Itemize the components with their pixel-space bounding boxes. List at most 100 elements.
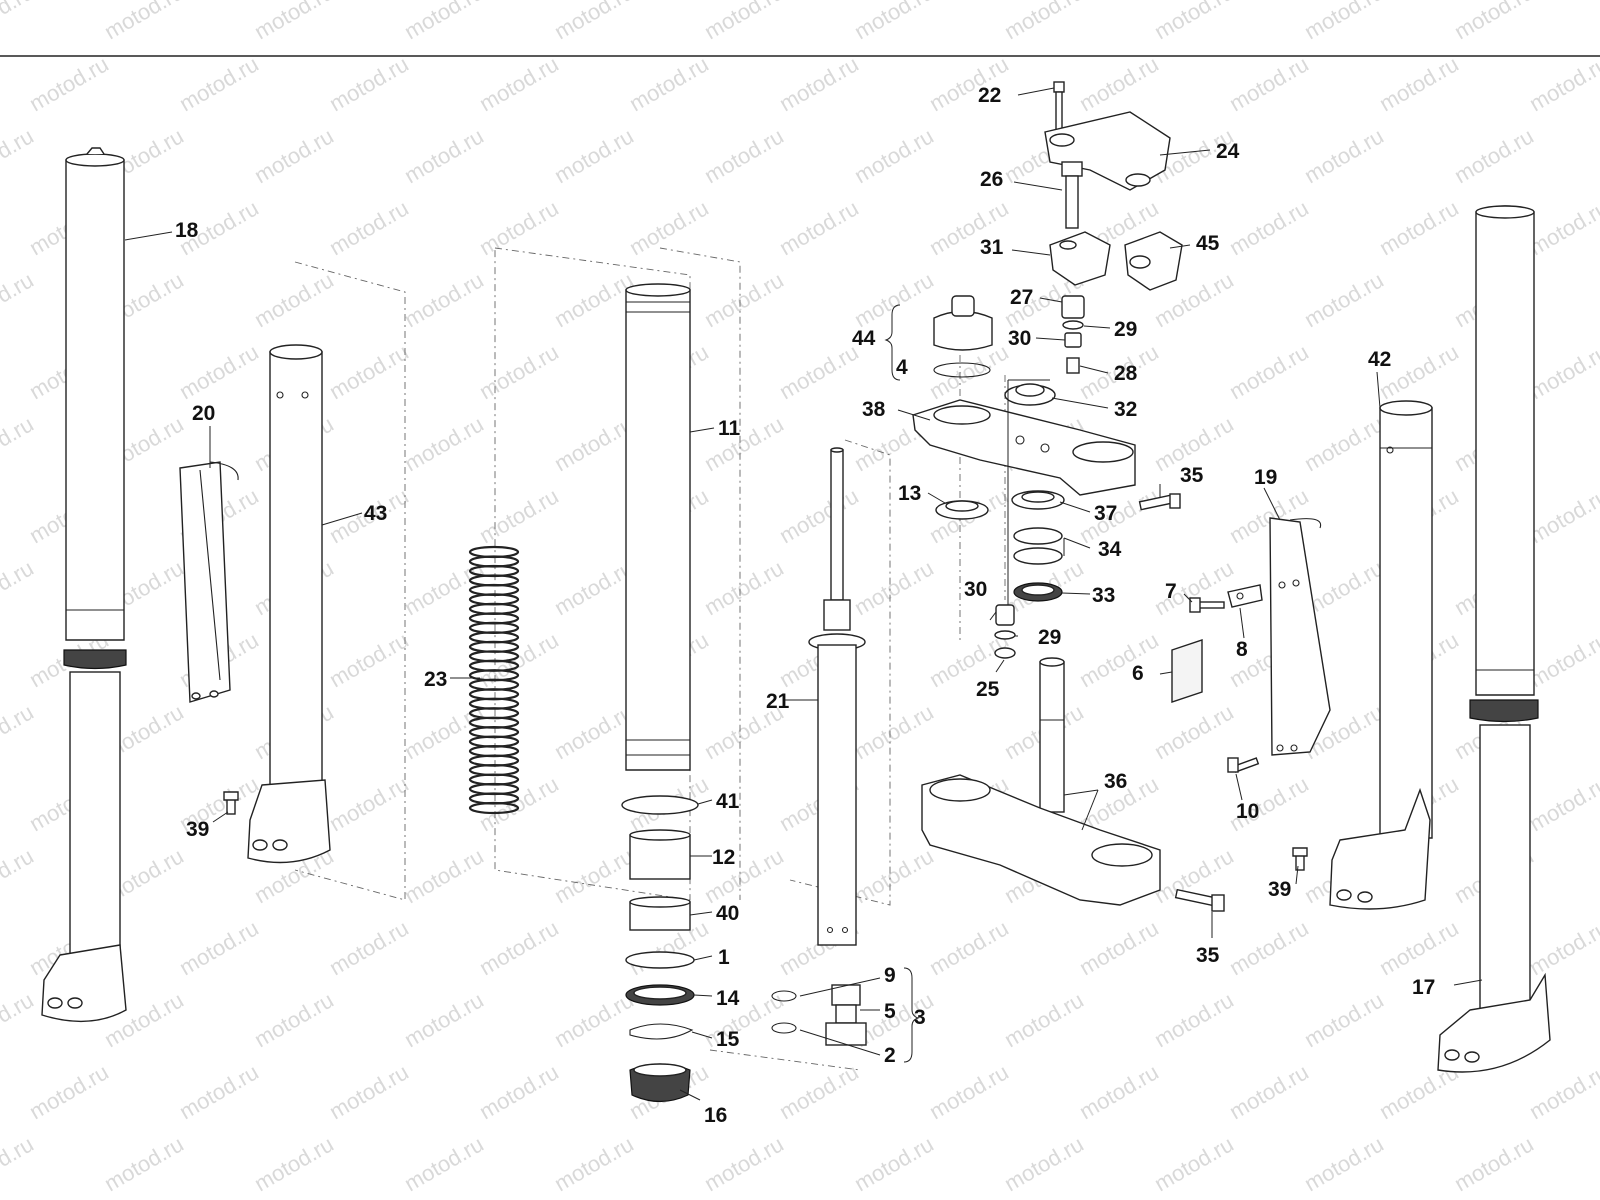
label-35-lower: 35 [1196,944,1220,967]
label-27: 27 [1010,286,1033,309]
watermark-text: motod.ru [1000,0,1088,44]
part-21-damper-cartridge [808,447,866,946]
part-10-bolt [1227,757,1260,773]
watermark-text: motod.ru [1075,915,1163,980]
part-30-bush-lower [995,604,1015,626]
label-2: 2 [884,1044,896,1067]
watermark-text: motod.ru [550,0,638,44]
part-36-lower-triple-clamp [921,657,1161,906]
part-39-left-bolt [223,791,239,815]
label-1: 1 [718,946,730,969]
watermark-text: motod.ru [250,0,338,44]
label-12: 12 [712,846,735,869]
watermark-text: motod.ru [250,123,338,188]
watermark-text: motod.ru [1375,51,1463,116]
label-29-upper: 29 [1114,318,1137,341]
watermark-text: motod.ru [700,1131,788,1196]
part-29-washer-lower [994,630,1016,640]
watermark-text: motod.ru [550,267,638,332]
watermark-text: motod.ru [1225,1059,1313,1124]
watermark-text: motod.ru [0,555,38,620]
watermark-text: motod.ru [25,51,113,116]
part-labels: 18 20 43 39 23 11 41 12 40 1 14 15 16 21… [175,84,1435,1127]
part-26-bolt [1061,161,1083,229]
label-16: 16 [704,1104,727,1127]
label-26: 26 [980,168,1003,191]
watermark-text: motod.ru [700,555,788,620]
label-3: 3 [914,1006,926,1029]
watermark-text: motod.ru [1375,915,1463,980]
watermark-text: motod.ru [1225,195,1313,260]
part-34-washer-a [1013,527,1063,545]
part-35-bolt-lower [1174,888,1225,912]
watermark-text: motod.ru [1300,123,1388,188]
watermark-text: motod.ru [325,1059,413,1124]
label-41: 41 [716,790,740,813]
watermark-text: motod.ru [325,195,413,260]
label-31: 31 [980,236,1004,259]
label-28: 28 [1114,362,1138,385]
watermark-text: motod.ru [775,51,863,116]
part-32-steering-nut [1004,383,1056,406]
part-31-handlebar-riser [1049,231,1111,286]
watermark-text: motod.ru [0,843,38,908]
spring-coil [468,801,520,815]
label-4: 4 [896,356,908,379]
label-10: 10 [1236,800,1259,823]
part-5-valve [825,984,867,1046]
part-1-washer [625,951,695,969]
part-28-spacer [1066,357,1080,374]
watermark-text: motod.ru [475,483,563,548]
watermark-text: motod.ru [325,771,413,836]
watermark-text: motod.ru [0,699,38,764]
watermark-text: motod.ru [550,555,638,620]
label-39-right: 39 [1268,878,1291,901]
watermark-text: motod.ru [1525,195,1600,260]
part-11-inner-tube [625,283,691,771]
part-14-oil-seal [625,984,695,1006]
watermark-text: motod.ru [550,843,638,908]
watermark-text: motod.ru [925,915,1013,980]
label-44: 44 [852,327,876,350]
watermark-text: motod.ru [625,195,713,260]
watermark-text: motod.ru [1225,915,1313,980]
label-15: 15 [716,1028,740,1051]
label-29-lower: 29 [1038,626,1061,649]
label-21: 21 [766,690,790,713]
watermark-text: motod.ru [400,843,488,908]
watermark-text: motod.ru [475,195,563,260]
watermark-text: motod.ru [175,339,263,404]
watermark-text: motod.ru [400,1131,488,1196]
part-4-o-ring [933,362,991,378]
watermark-text: motod.ru [1375,195,1463,260]
watermark-text: motod.ru [475,339,563,404]
watermark-text: motod.ru [1000,987,1088,1052]
label-20: 20 [192,402,215,425]
watermark-text: motod.ru [1525,339,1600,404]
leader-lines [124,87,1483,1101]
part-39-right-bolt [1292,847,1308,871]
watermark-text: motod.ru [475,1059,563,1124]
label-32: 32 [1114,398,1137,421]
watermark-text: motod.ru [0,267,38,332]
watermark-text: motod.ru [100,1131,188,1196]
watermark-text: motod.ru [775,483,863,548]
part-35-bolt-upper [1138,493,1181,511]
label-25: 25 [976,678,1000,701]
label-6: 6 [1132,662,1144,685]
part-9-o-ring [771,990,797,1002]
watermark-text: motod.ru [1075,627,1163,692]
part-6-reflector [1171,639,1203,703]
watermark-text: motod.ru [700,123,788,188]
watermark-text: motod.ru [1525,1059,1600,1124]
watermark-text: motod.ru [175,1059,263,1124]
watermark-text: motod.ru [400,987,488,1052]
part-41-circlip [621,795,699,815]
watermark-text: motod.ru [400,267,488,332]
watermark-text: motod.ru [1075,1059,1163,1124]
watermark-text: motod.ru [1450,123,1538,188]
label-40: 40 [716,902,739,925]
watermark-text: motod.ru [700,267,788,332]
part-34-washer-b [1013,547,1063,565]
